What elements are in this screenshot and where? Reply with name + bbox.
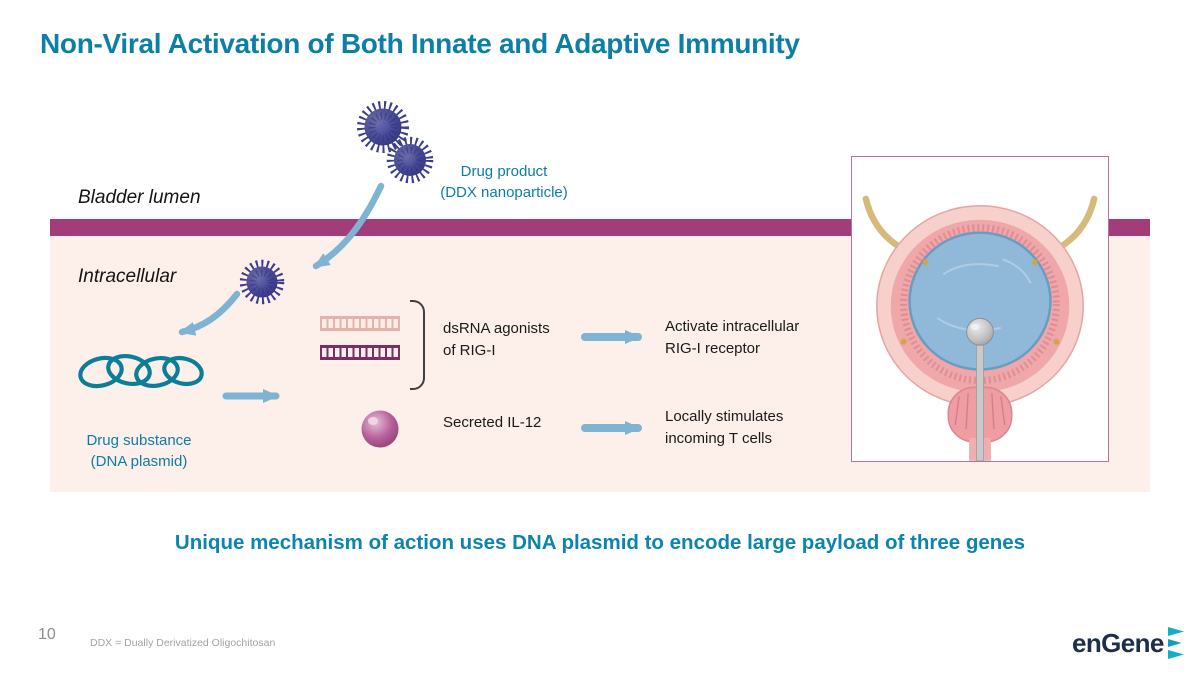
t-cell-stimulation-label-line1: Locally stimulates bbox=[665, 408, 784, 425]
flow-arrows bbox=[178, 182, 642, 435]
bladder-lumen-label: Bladder lumen bbox=[78, 187, 201, 208]
t-cell-stimulation-label: Locally stimulates incoming T cells bbox=[665, 406, 783, 449]
engene-logo-text: enGene bbox=[1072, 628, 1164, 658]
drug-product-nanoparticle-icon bbox=[357, 101, 409, 153]
lumen-folds bbox=[936, 258, 1032, 332]
grouping-bracket bbox=[410, 300, 425, 390]
dsrna-agonists-label-line2: of RIG-I bbox=[443, 341, 496, 359]
prostate-striations bbox=[954, 393, 1006, 430]
bladder-illustration bbox=[862, 195, 1098, 462]
rig-i-activation-label: Activate intracellular RIG-I receptor bbox=[665, 316, 799, 359]
t-cell-stimulation-label-line2: incoming T cells bbox=[665, 429, 772, 447]
catheter-balloon bbox=[966, 317, 994, 346]
drug-substance-label: Drug substance (DNA plasmid) bbox=[55, 430, 223, 472]
arrow-particle-to-plasmid-icon bbox=[178, 290, 241, 336]
drug-product-label: Drug product (DDX nanoparticle) bbox=[418, 161, 590, 203]
rig-i-activation-label-line1: Activate intracellular bbox=[665, 318, 800, 335]
dsrna-agonists-label: dsRNA agonists of RIG-I bbox=[443, 318, 550, 361]
balloon-highlight bbox=[970, 323, 980, 331]
dsrna-duplex-light-icon bbox=[320, 316, 400, 331]
bladder-illustration-frame bbox=[851, 156, 1109, 462]
tagline: Unique mechanism of action uses DNA plas… bbox=[174, 531, 1026, 554]
drug-product-nanoparticle-icon bbox=[386, 136, 434, 184]
footnote: DDX = Dually Derivatized Oligochitosan bbox=[90, 637, 276, 649]
drug-product-label-line2: (DDX nanoparticle) bbox=[440, 184, 568, 201]
drug-substance-label-line1: Drug substance bbox=[86, 432, 192, 449]
catheter-tube bbox=[976, 337, 984, 462]
rig-i-activation-label-line2: RIG-I receptor bbox=[665, 339, 761, 357]
dsrna-agonists-label-line1: dsRNA agonists bbox=[443, 320, 550, 337]
ureteral-orifices bbox=[900, 259, 1060, 345]
secreted-il12-label: Secreted IL-12 bbox=[443, 414, 542, 431]
arrow-product-to-cell-icon bbox=[312, 182, 385, 270]
dsrna-duplex-dark-icon bbox=[320, 345, 400, 360]
internalized-nanoparticle-icon bbox=[239, 259, 285, 305]
drug-product-label-line1: Drug product bbox=[460, 163, 548, 180]
dna-plasmid-icon bbox=[78, 353, 204, 389]
page-number: 10 bbox=[38, 626, 56, 643]
page-title: Non-Viral Activation of Both Innate and … bbox=[40, 28, 800, 59]
il12-sphere-icon bbox=[361, 410, 399, 448]
drug-substance-label-line2: (DNA plasmid) bbox=[90, 453, 188, 470]
engene-logo-icon bbox=[1167, 627, 1184, 659]
intracellular-label: Intracellular bbox=[78, 266, 177, 287]
engene-logo: enGene bbox=[1072, 627, 1185, 660]
